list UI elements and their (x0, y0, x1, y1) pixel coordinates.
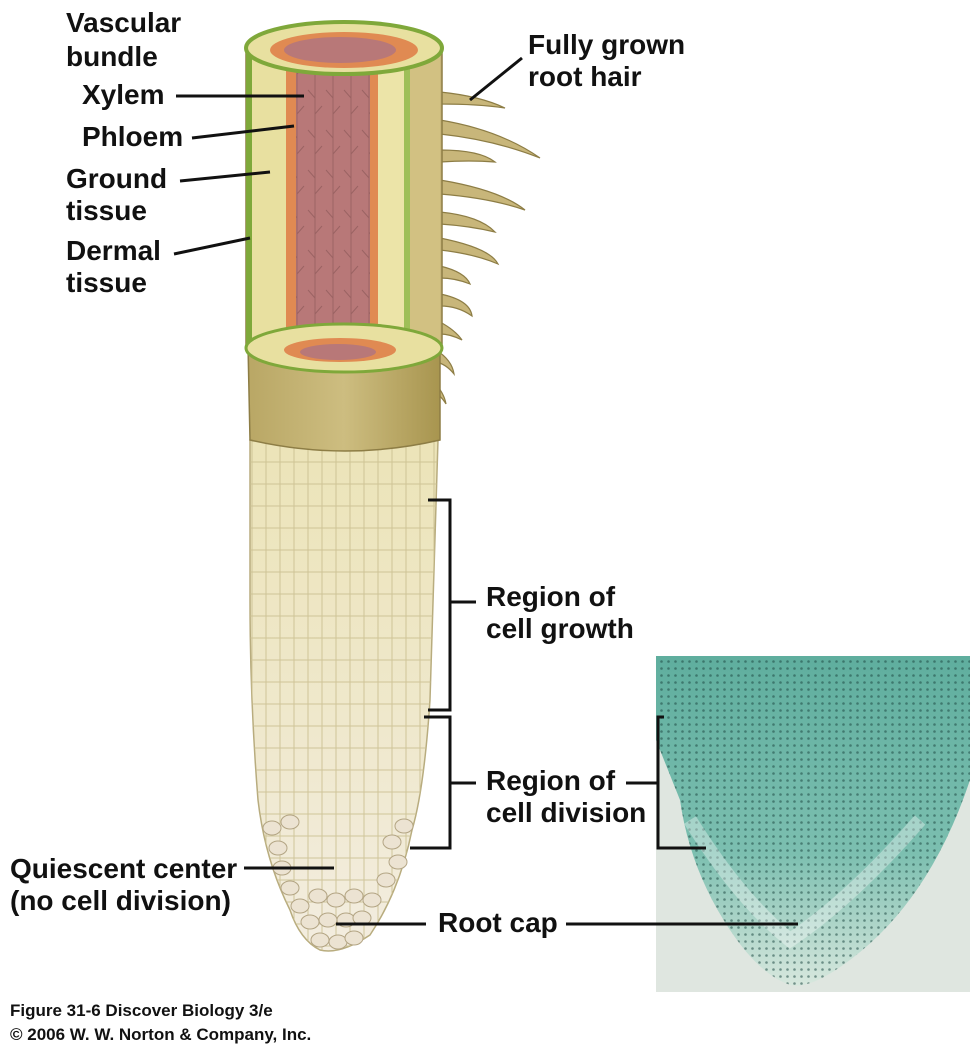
division-region-label-line1: Region of (486, 765, 616, 796)
quiescent-center-label-line1: Quiescent center (10, 853, 237, 884)
figure-caption-line2: © 2006 W. W. Norton & Company, Inc. (10, 1025, 311, 1044)
quiescent-center-label-line2: (no cell division) (10, 885, 231, 916)
root-hair-label-line2: root hair (528, 61, 642, 92)
ground-tissue-label-line1: Ground (66, 163, 167, 194)
root-illustration (244, 20, 541, 952)
ground-tissue-layer (252, 50, 286, 346)
cutaway-cylinder (244, 20, 444, 374)
ground-tissue-label-line2: tissue (66, 195, 147, 226)
dermal-tissue-label-line1: Dermal (66, 235, 161, 266)
dermal-tissue-label-line2: tissue (66, 267, 147, 298)
vascular-bundle-label-line2: bundle (66, 41, 158, 72)
growth-region-label-line2: cell growth (486, 613, 634, 644)
growth-region-label-line1: Region of (486, 581, 616, 612)
leader-lines (173, 56, 798, 926)
micrograph-photo (656, 656, 970, 992)
root-cap-cells (262, 814, 414, 950)
figure-caption-line1: Figure 31-6 Discover Biology 3/e (10, 1001, 273, 1020)
phloem-layer (286, 50, 296, 346)
phloem-label: Phloem (82, 121, 183, 152)
root-hair-label-line1: Fully grown (528, 29, 685, 60)
vascular-bundle-label-line1: Vascular (66, 7, 181, 38)
dermal-tissue-layer (246, 48, 252, 348)
xylem-label: Xylem (82, 79, 165, 110)
division-region-label-line2: cell division (486, 797, 646, 828)
root-collar (247, 344, 441, 452)
root-cap-label: Root cap (438, 907, 558, 938)
